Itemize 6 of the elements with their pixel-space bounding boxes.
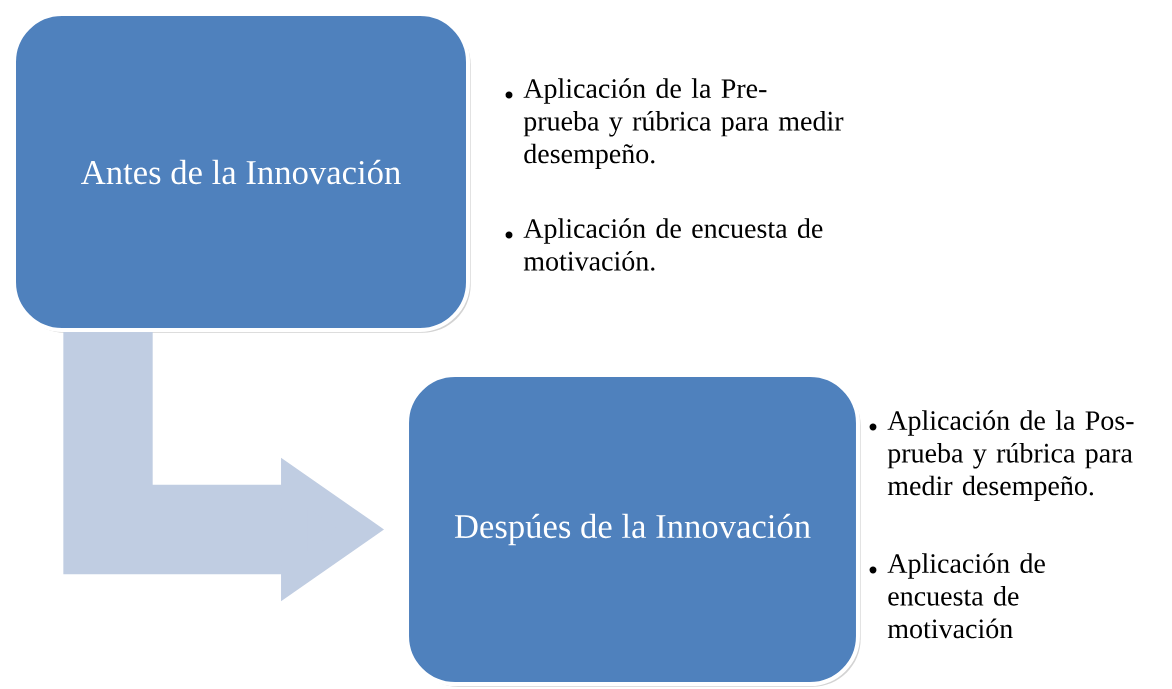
process-box: Antes de la Innovación — [12, 12, 471, 333]
bullet-text: Aplicación de encuesta de motivación — [887, 553, 1045, 639]
bullet-text: Aplicación de encuesta de motivación. — [523, 218, 823, 271]
bullet-text: Aplicación de la Pos-prueba y rúbrica para medir desempeño. — [887, 410, 1134, 501]
bullet-text: Aplicación de la Pre-prueba y rúbrica para medir desempeño. — [523, 78, 844, 170]
process-box: Despúes de la Innovación — [405, 372, 861, 687]
